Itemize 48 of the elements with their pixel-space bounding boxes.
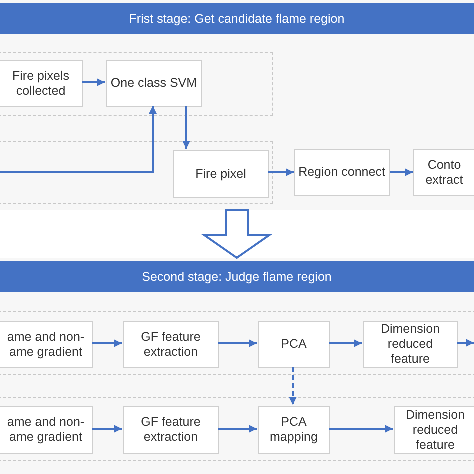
process-box [0,406,93,454]
process-box [363,321,458,368]
dashed-frame [0,311,474,375]
arrow [329,340,362,348]
process-box [394,406,474,454]
process-box [294,149,390,196]
node-label: Conto extract [424,158,464,188]
node-label: GF feature extraction [140,415,202,445]
node-label: Fire pixel [194,166,248,182]
arrow [82,78,105,86]
arrow [329,425,393,433]
process-box [123,406,219,454]
node-label: Region connect [298,165,386,180]
dashed-frame [0,141,273,204]
process-box [123,321,219,368]
arrow [457,339,474,347]
arrow [92,340,122,348]
process-box [0,60,83,107]
arrow [218,425,257,433]
process-box [258,321,330,368]
node-label: Dimension reduced feature [380,322,442,367]
dashed-frame [0,52,273,116]
stage-panel [0,258,474,474]
process-box [173,150,269,198]
node-label: ame and non- ame gradient [6,330,86,360]
arrow [182,106,190,149]
arrow [268,168,294,176]
node-label: One class SVM [110,76,198,91]
dashed-arrow [289,367,297,405]
dashed-frame [0,397,474,461]
node-label: PCA mapping [269,415,319,445]
stage-header: Frist stage: Get candidate flame region [0,3,474,34]
node-label: Dimension reduced feature [404,408,466,452]
arrow [218,340,257,348]
process-box [258,406,330,454]
node-label: GF feature extraction [140,330,202,360]
node-label: PCA [280,337,308,352]
arrow [0,106,157,173]
process-box [413,149,474,196]
node-label: Fire pixels collected [12,68,70,98]
block-arrow [200,209,274,260]
process-box [106,60,202,107]
arrow [92,425,122,433]
stage-header: Second stage: Judge flame region [0,261,474,292]
node-label: ame and non- ame gradient [6,415,86,445]
arrow [390,168,413,176]
stage-panel [0,0,474,210]
process-box [0,321,93,368]
